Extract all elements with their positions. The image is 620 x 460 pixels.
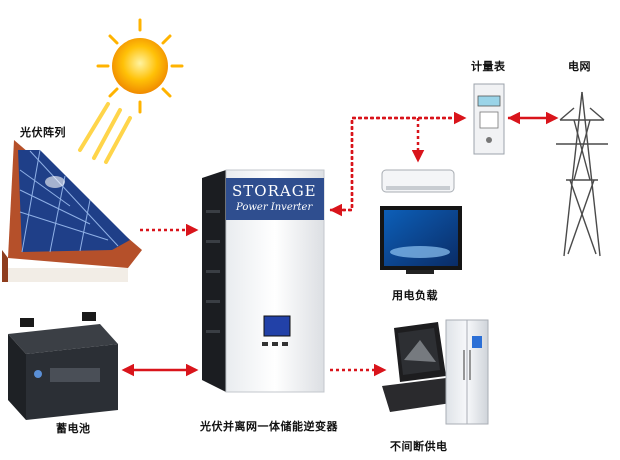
flow-arrows bbox=[121, 111, 559, 377]
air-conditioner-icon bbox=[381, 169, 455, 193]
label-battery: 蓄电池 bbox=[56, 422, 91, 435]
tv-icon bbox=[380, 206, 462, 274]
sun-rays bbox=[78, 102, 132, 164]
refrigerator-icon bbox=[445, 319, 489, 425]
label-meter: 计量表 bbox=[471, 60, 506, 73]
sun-icon bbox=[96, 18, 184, 114]
label-loads: 用电负载 bbox=[392, 289, 438, 302]
label-ups: 不间断供电 bbox=[390, 440, 448, 453]
battery-icon bbox=[8, 312, 118, 420]
label-grid: 电网 bbox=[568, 60, 591, 73]
arrow-inverter-to-meter bbox=[330, 111, 467, 212]
solar-panel-icon bbox=[2, 140, 142, 282]
inverter-icon bbox=[202, 169, 325, 393]
device-model: Power Inverter bbox=[236, 202, 313, 213]
power-tower-icon bbox=[556, 91, 608, 257]
label-inverter: 光伏并离网一体储能逆变器 bbox=[200, 420, 338, 433]
label-pv-array: 光伏阵列 bbox=[20, 126, 66, 139]
meter-icon bbox=[473, 83, 505, 155]
laptop-icon bbox=[382, 322, 458, 412]
device-brand: STORAGE bbox=[232, 182, 317, 200]
arrow-meter-to-inverter bbox=[329, 116, 464, 217]
